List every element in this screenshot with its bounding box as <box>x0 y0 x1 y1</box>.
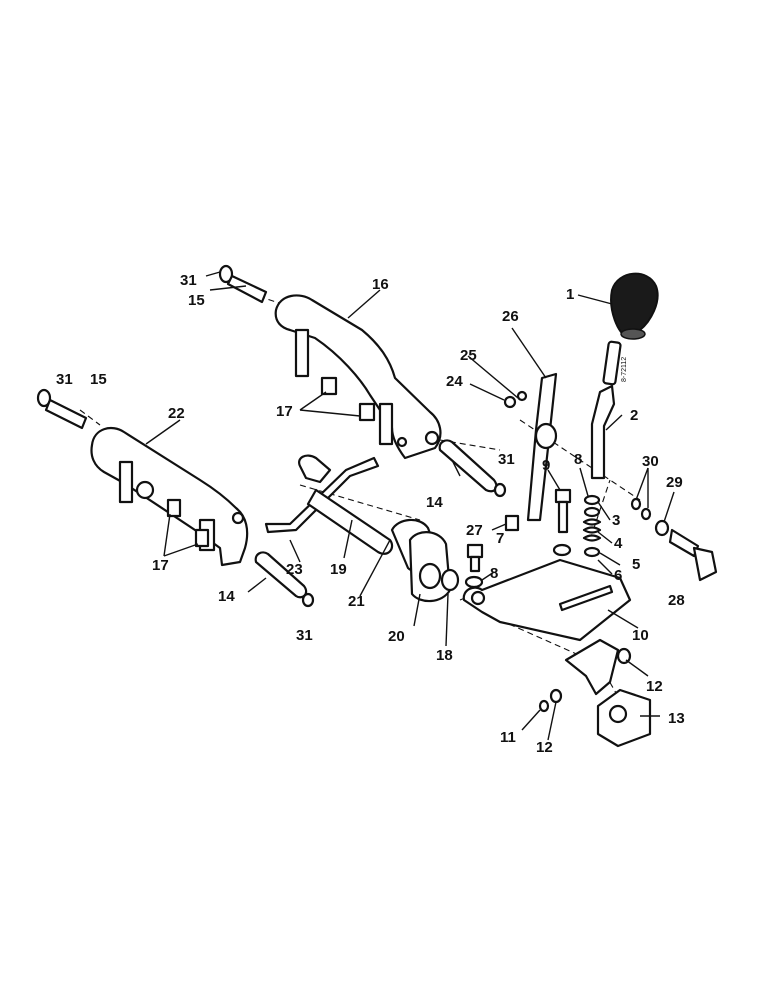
sleeve-bush-assembly <box>390 518 460 603</box>
pin-14-lower <box>254 551 308 599</box>
callout-7: 7 <box>496 530 504 547</box>
reference-code: 8-72112 <box>621 357 628 382</box>
callout-31b: 31 <box>56 371 73 388</box>
callout-1: 1 <box>566 286 574 303</box>
callout-2: 2 <box>630 407 638 424</box>
lower-selector-fork <box>90 427 249 567</box>
callout-6: 6 <box>614 567 622 584</box>
callout-4: 4 <box>614 535 623 552</box>
callout-8a: 8 <box>574 451 582 468</box>
detent-blocks <box>166 376 520 548</box>
callout-30: 30 <box>642 453 659 470</box>
callout-19: 19 <box>330 561 347 578</box>
callout-14a: 14 <box>426 494 443 511</box>
callout-31c: 31 <box>498 451 515 468</box>
callout-13: 13 <box>668 710 685 727</box>
spring-washer-stack <box>582 494 602 558</box>
bracket-block <box>538 638 652 748</box>
callout-27: 27 <box>466 522 483 539</box>
callout-25: 25 <box>460 347 477 364</box>
pin-14-right <box>438 439 498 493</box>
callout-22: 22 <box>168 405 185 422</box>
callout-18: 18 <box>436 647 453 664</box>
callout-28: 28 <box>668 592 685 609</box>
gear-lever: 8-72112 <box>590 340 628 480</box>
callout-15a: 15 <box>188 292 205 309</box>
callout-31a: 31 <box>180 272 197 289</box>
gear-knob <box>610 272 659 340</box>
upper-selector-fork <box>274 294 442 460</box>
callout-17a: 17 <box>276 403 293 420</box>
callout-11: 11 <box>500 729 516 746</box>
bolt-7 <box>464 543 484 589</box>
callout-14b: 14 <box>218 588 235 605</box>
callout-8b: 8 <box>490 565 498 582</box>
callout-12b: 12 <box>536 739 553 756</box>
callout-5: 5 <box>632 556 640 573</box>
callout-23: 23 <box>286 561 303 578</box>
pin-upper <box>218 264 268 304</box>
callout-21: 21 <box>348 593 365 610</box>
callout-15b: 15 <box>90 371 107 388</box>
bolt-28-assembly <box>630 497 718 582</box>
callout-26: 26 <box>502 308 519 325</box>
callout-29: 29 <box>666 474 683 491</box>
bolt-9 <box>552 488 572 557</box>
callout-3: 3 <box>612 512 620 529</box>
callout-9: 9 <box>542 457 550 474</box>
pin-left <box>36 388 88 430</box>
selector-shaft <box>264 454 394 555</box>
callout-24: 24 <box>446 373 463 390</box>
gate-plate <box>462 558 632 642</box>
callout-10: 10 <box>632 627 649 644</box>
callout-17b: 17 <box>152 557 169 574</box>
link-26 <box>503 372 558 522</box>
callout-16: 16 <box>372 276 389 293</box>
washers-31 <box>301 482 507 608</box>
callout-20: 20 <box>388 628 405 645</box>
callout-labels: 1 2 3 4 5 6 7 8 8 9 10 11 12 12 13 14 14… <box>56 272 685 756</box>
callout-12a: 12 <box>646 678 663 695</box>
callout-31d: 31 <box>296 627 313 644</box>
leader-lines <box>145 271 675 741</box>
